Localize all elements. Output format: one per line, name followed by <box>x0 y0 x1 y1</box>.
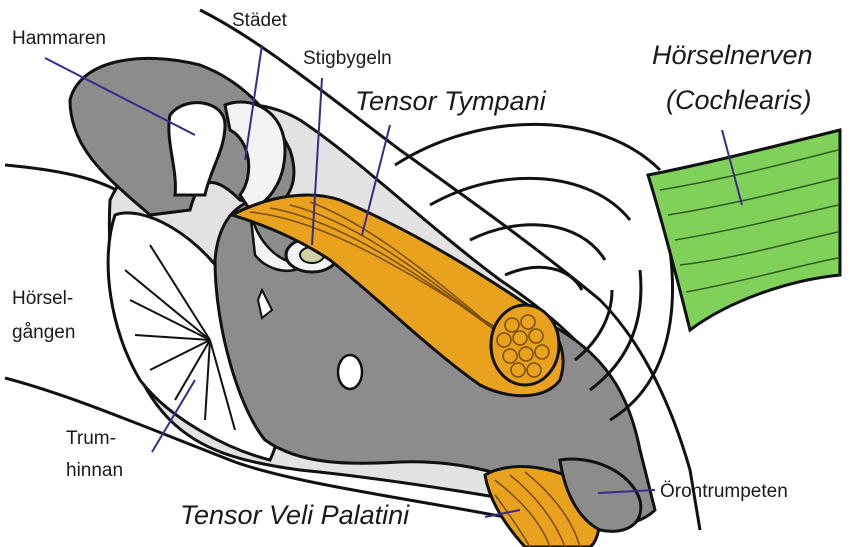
label-trumhinnan-2: hinnan <box>66 460 123 482</box>
label-horselnerven: Hörselnerven <box>652 40 813 71</box>
label-horselgangen-1: Hörsel- <box>12 288 73 310</box>
label-cochlearis: (Cochlearis) <box>666 85 812 116</box>
label-stadet: Städet <box>232 10 287 32</box>
auditory-nerve <box>648 130 840 330</box>
label-stigbygeln: Stigbygeln <box>303 48 392 70</box>
label-hammaren: Hammaren <box>12 28 106 50</box>
label-orontrumpeten: Örontrumpeten <box>660 481 788 503</box>
label-tensor-veli-palatini: Tensor Veli Palatini <box>180 500 409 531</box>
label-horselgangen-2: gången <box>12 322 75 344</box>
label-trumhinnan-1: Trum- <box>66 428 116 450</box>
round-window <box>338 355 362 389</box>
label-tensor-tympani: Tensor Tympani <box>355 86 546 117</box>
